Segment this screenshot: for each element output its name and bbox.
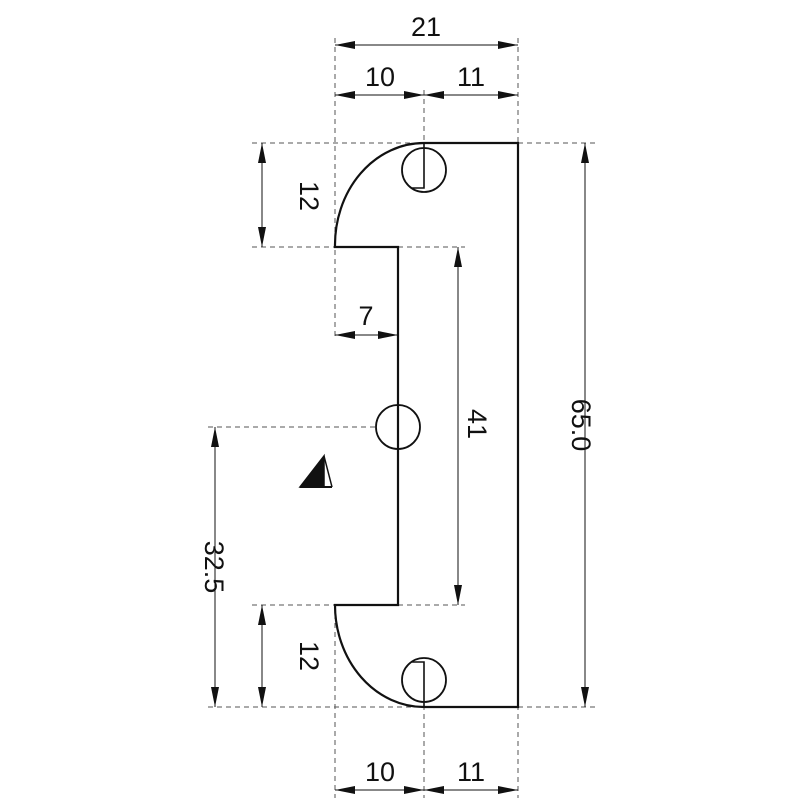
dimension-lines <box>211 41 589 794</box>
dim-slot-length: 41 <box>462 409 492 439</box>
dim-bottom-left: 10 <box>365 757 395 787</box>
triangle-datum-icon <box>298 453 333 488</box>
dim-bottom-right: 11 <box>457 757 485 787</box>
circle-hole-icon <box>375 404 421 450</box>
dim-overall-height: 65.0 <box>566 399 596 452</box>
part-outline <box>333 141 520 709</box>
circle-hole-icon <box>401 143 447 193</box>
dim-datum-height: 32.5 <box>199 541 229 594</box>
dim-left-top-height: 12 <box>294 181 324 211</box>
dim-left-bottom-height: 12 <box>294 641 324 671</box>
dim-slot-depth: 7 <box>358 301 373 331</box>
circle-hole-icon <box>401 657 447 707</box>
extension-lines <box>208 38 595 798</box>
dim-top-left: 10 <box>365 62 395 92</box>
dim-top-overall: 21 <box>411 12 441 42</box>
dim-top-right: 11 <box>457 62 485 92</box>
